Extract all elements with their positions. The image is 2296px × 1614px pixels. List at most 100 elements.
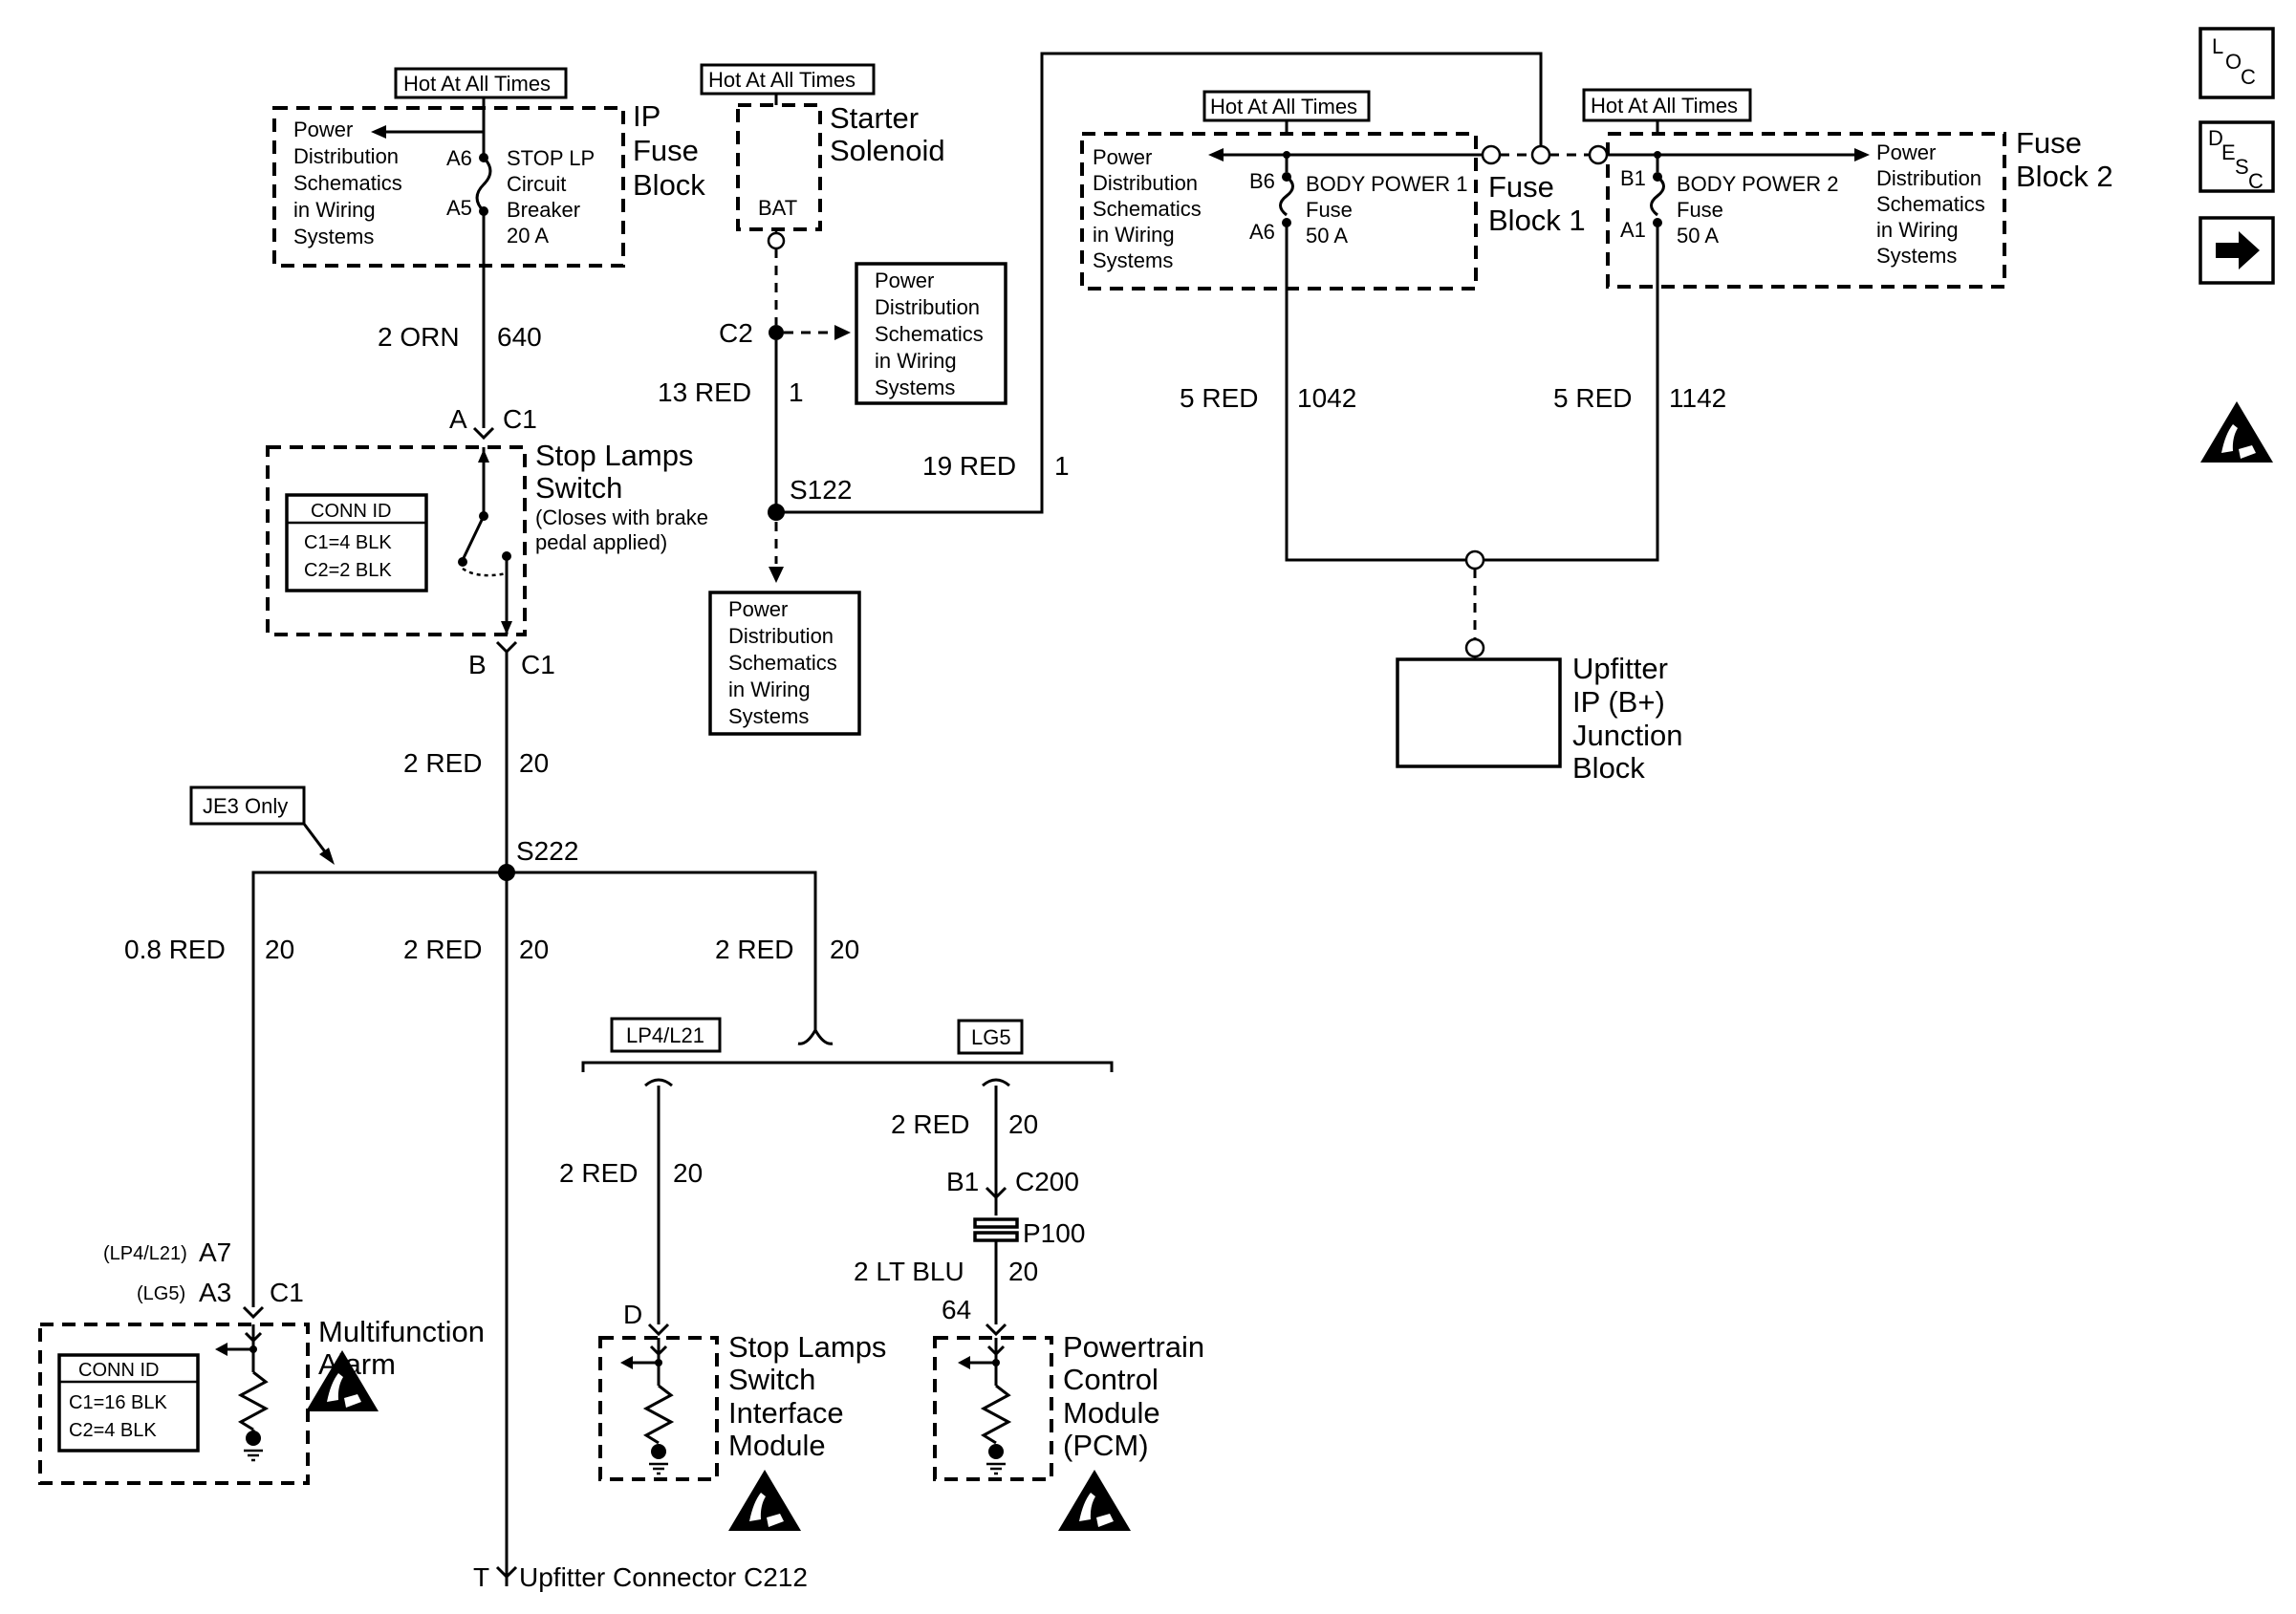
svg-text:Block 1: Block 1: [1488, 204, 1586, 237]
svg-text:T: T: [473, 1562, 489, 1592]
svg-text:Systems: Systems: [728, 704, 809, 728]
description-nav-button[interactable]: D E S C: [2199, 120, 2275, 193]
svg-text:(LG5): (LG5): [137, 1283, 185, 1304]
svg-text:CONN ID: CONN ID: [78, 1360, 159, 1381]
svg-text:Hot At All Times: Hot At All Times: [708, 68, 856, 92]
svg-text:Block 2: Block 2: [2016, 160, 2113, 193]
pd-box-c2[interactable]: Power Distribution Schematics in Wiring …: [855, 262, 1007, 405]
wire-13-size: 13 RED: [658, 377, 751, 407]
s222-label: S222: [516, 836, 578, 866]
svg-text:Schematics: Schematics: [293, 171, 402, 195]
svg-text:20: 20: [1008, 1257, 1038, 1286]
svg-text:(Closes with brake: (Closes with brake: [535, 506, 708, 529]
svg-text:Distribution: Distribution: [1876, 166, 1982, 190]
svg-text:(PCM): (PCM): [1063, 1429, 1149, 1462]
svg-text:A6: A6: [446, 146, 472, 170]
svg-text:Hot At All Times: Hot At All Times: [1210, 95, 1357, 118]
svg-text:1042: 1042: [1297, 383, 1356, 413]
svg-text:Systems: Systems: [1876, 244, 1957, 268]
conn-id-title: CONN ID: [311, 501, 391, 522]
svg-text:Schematics: Schematics: [1876, 192, 1985, 216]
svg-text:C1=4 BLK: C1=4 BLK: [304, 532, 392, 553]
svg-text:E: E: [2221, 140, 2236, 164]
lp4-l21-label: LP4/L21: [626, 1023, 704, 1047]
svg-text:A: A: [449, 404, 467, 434]
svg-text:A5: A5: [446, 196, 472, 220]
pd-schematics-ref[interactable]: Power: [293, 118, 353, 141]
svg-text:Systems: Systems: [875, 376, 955, 399]
fuse-block-2: Hot At All Times Fuse Block 2 Power Dist…: [1582, 88, 2113, 289]
svg-text:C1: C1: [521, 650, 555, 679]
svg-text:1: 1: [789, 377, 804, 407]
starter-solenoid-name: Starter: [830, 101, 919, 135]
svg-text:Power[interactable]: Power: [1093, 145, 1152, 169]
svg-text:Fuse: Fuse: [1677, 198, 1723, 222]
svg-text:Schematics: Schematics: [1093, 197, 1202, 221]
svg-text:C1: C1: [270, 1278, 304, 1307]
svg-text:Module: Module: [728, 1429, 826, 1462]
wire-640-size: 2 ORN: [378, 322, 460, 352]
svg-text:C2: C2: [719, 318, 753, 348]
svg-text:Control: Control: [1063, 1363, 1159, 1396]
je3-only-label: JE3 Only: [203, 794, 288, 818]
svg-text:in Wiring: in Wiring: [1093, 223, 1175, 247]
svg-text:20: 20: [519, 935, 549, 964]
svg-text:D: D: [2208, 126, 2223, 150]
c2-splice: [769, 325, 784, 340]
svg-text:50 A: 50 A: [1306, 224, 1348, 247]
svg-text:C1=16 BLK: C1=16 BLK: [69, 1392, 168, 1413]
svg-text:Fuse: Fuse: [1306, 198, 1353, 222]
body-power-2-fuse: BODY POWER 2: [1677, 172, 1839, 196]
lg5-label: LG5: [971, 1025, 1011, 1049]
esd-sensitive-icon: [2200, 401, 2273, 463]
next-arrow-button[interactable]: [2199, 216, 2275, 285]
svg-text:B6: B6: [1249, 169, 1275, 193]
svg-text:Breaker: Breaker: [507, 198, 580, 222]
location-nav-button[interactable]: L O C: [2199, 27, 2275, 99]
svg-text:50 A: 50 A: [1677, 224, 1719, 247]
svg-text:Module: Module: [1063, 1396, 1160, 1430]
svg-text:in Wiring: in Wiring: [293, 198, 376, 222]
pcm-name: Powertrain: [1063, 1330, 1204, 1364]
pd-box-s122[interactable]: Power Distribution Schematics in Wiring …: [708, 591, 861, 736]
svg-text:C: C: [2241, 65, 2256, 89]
s122-label: S122: [790, 475, 852, 505]
upfitter-junction-block: Upfitter IP (B+) Junction Block: [1396, 652, 1682, 785]
svg-text:Power: Power: [875, 269, 934, 292]
svg-text:Power[interactable]: Power: [1876, 140, 1936, 164]
svg-text:C: C: [2248, 169, 2264, 193]
svg-text:Block: Block: [633, 168, 705, 202]
svg-text:(LP4/L21): (LP4/L21): [103, 1243, 187, 1264]
svg-text:20: 20: [1008, 1109, 1038, 1139]
svg-text:O: O: [2225, 50, 2242, 74]
svg-text:Solenoid: Solenoid: [830, 134, 945, 167]
svg-text:Distribution: Distribution: [728, 624, 834, 648]
multifunction-alarm-name: Multifunction: [318, 1315, 485, 1348]
multifunction-alarm: (LP4/L21) A7 (LG5) A3 C1 Multifunction A…: [38, 1237, 485, 1485]
p100-label: P100: [1023, 1218, 1085, 1248]
esd-sensitive-icon: [306, 1350, 379, 1411]
svg-text:B1: B1: [946, 1167, 979, 1196]
svg-text:2 RED: 2 RED: [559, 1158, 638, 1188]
sls-interface-name: Stop Lamps: [728, 1330, 886, 1364]
svg-text:Hot At All Times: Hot At All Times: [1591, 94, 1738, 118]
svg-text:A3: A3: [199, 1278, 231, 1307]
svg-text:20: 20: [830, 935, 859, 964]
svg-text:A1: A1: [1620, 218, 1646, 242]
fuse-block-2-name: Fuse: [2016, 126, 2082, 160]
wire-08-size: 0.8 RED: [124, 935, 226, 964]
svg-text:Systems: Systems: [1093, 248, 1173, 272]
wire-lt-blu-size: 2 LT BLU: [854, 1257, 964, 1286]
wire-640-number: 640: [497, 322, 542, 352]
svg-text:2 RED: 2 RED: [891, 1109, 969, 1139]
wire-19-size: 19 RED: [922, 451, 1016, 481]
svg-text:2 RED: 2 RED: [715, 935, 793, 964]
svg-text:Schematics: Schematics: [728, 651, 837, 675]
svg-text:IP (B+): IP (B+): [1572, 685, 1665, 719]
powertrain-control-module: Powertrain Control Module (PCM): [933, 1330, 1204, 1531]
svg-text:in Wiring: in Wiring: [1876, 218, 1959, 242]
stop-lamps-switch-name: Stop Lamps: [535, 439, 693, 472]
body-power-1-fuse: BODY POWER 1: [1306, 172, 1468, 196]
stop-lp-circuit-breaker: STOP LP: [507, 146, 595, 170]
